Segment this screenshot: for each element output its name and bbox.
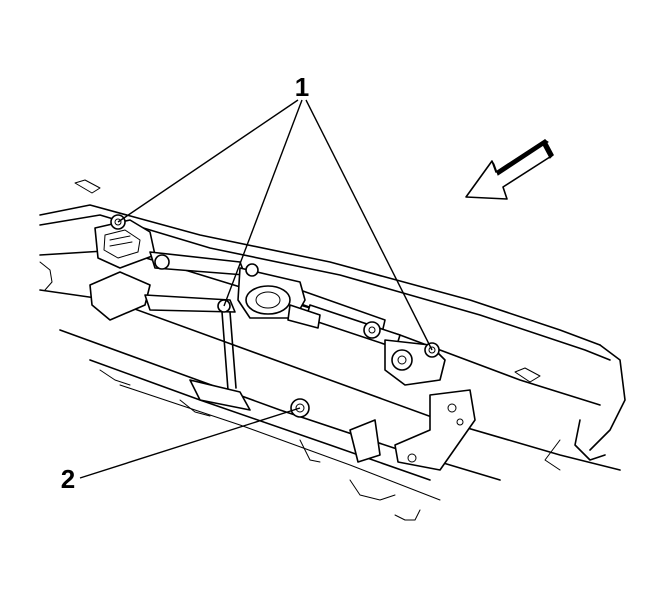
callout-1-leaders (117, 99, 433, 351)
wiper-motor (237, 263, 321, 329)
linkage-arm (144, 251, 401, 349)
callout-1-label: 1 (295, 72, 309, 102)
callout-2-leader (79, 407, 301, 479)
right-pivot-housing (384, 339, 476, 471)
view-direction-arrow (465, 138, 554, 200)
left-pivot-housing (89, 214, 156, 321)
callout-2-label: 2 (61, 464, 75, 494)
